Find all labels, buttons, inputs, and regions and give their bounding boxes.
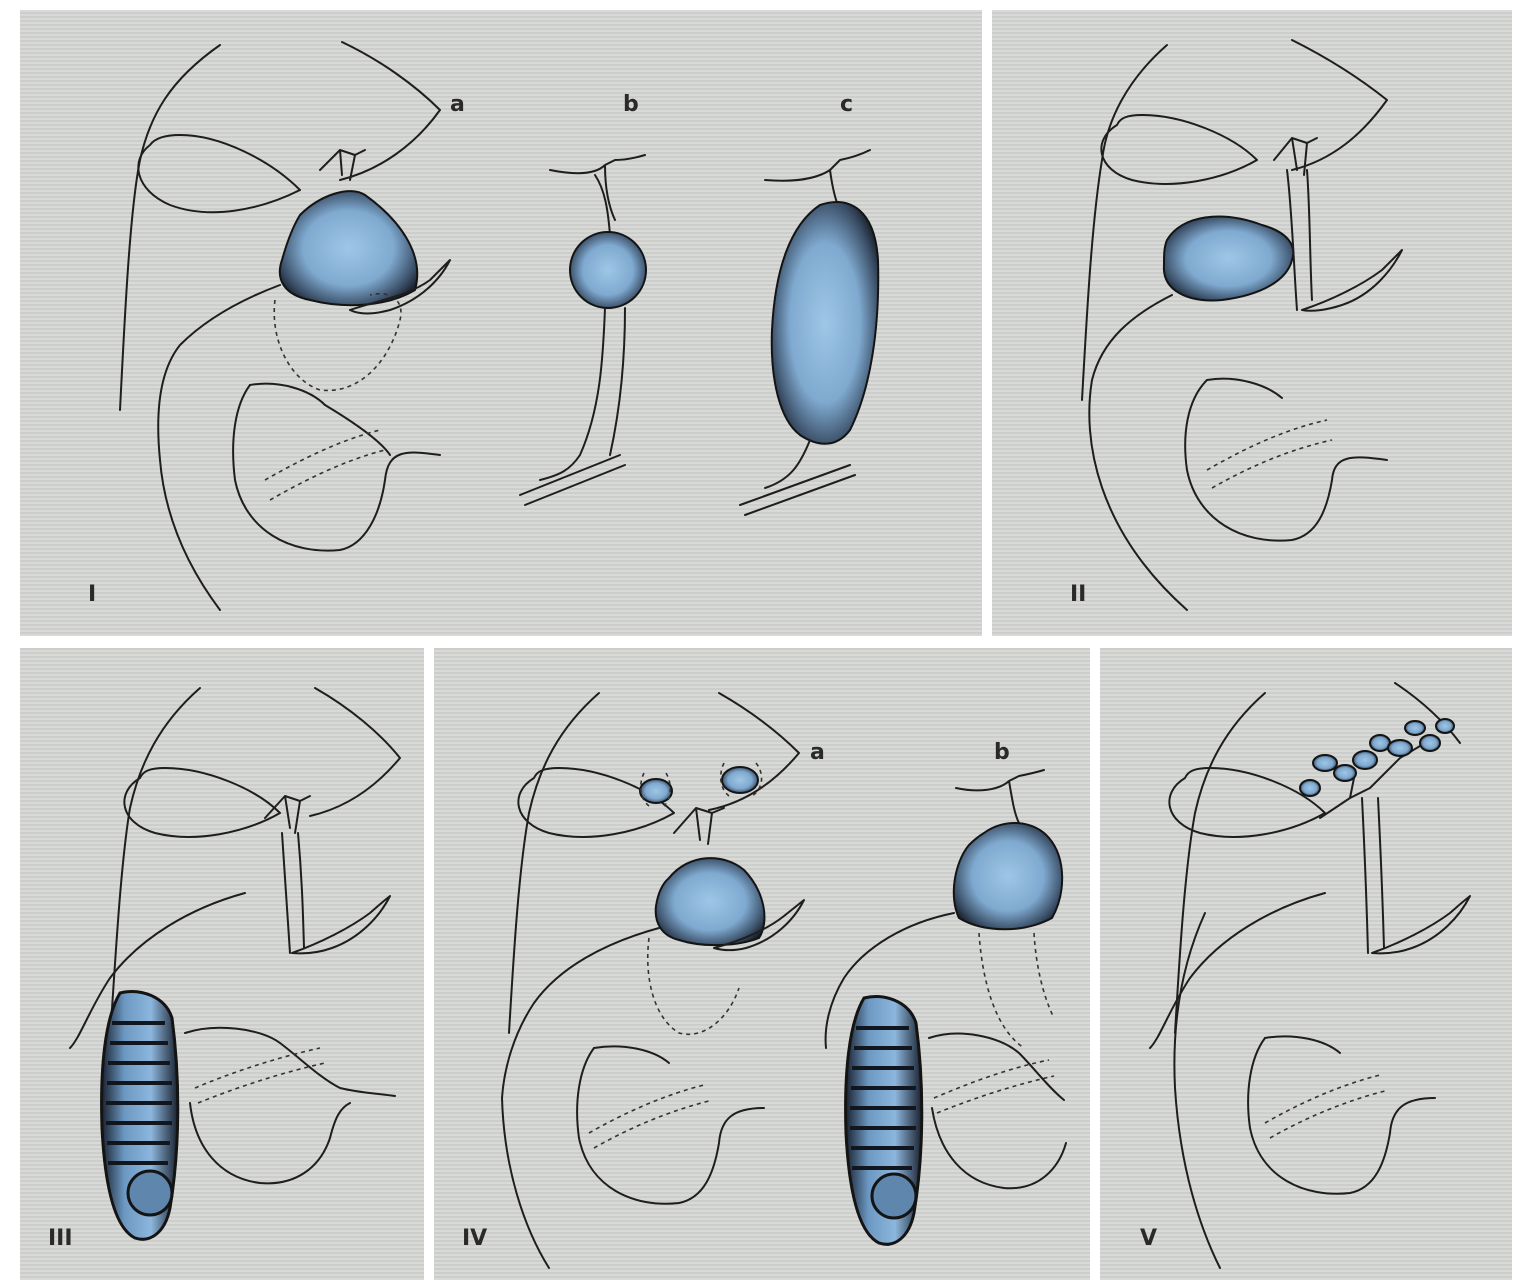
panel-label: V <box>1140 1226 1157 1251</box>
sublabel-a: a <box>810 740 825 765</box>
sublabel-a: a <box>450 92 465 117</box>
type-III-illustration <box>20 648 424 1280</box>
type-I-illustration <box>20 10 982 636</box>
sublabel-b: b <box>623 92 639 117</box>
panel-type-IV: IV a b <box>434 648 1090 1280</box>
panel-type-III: III <box>20 648 424 1280</box>
type-V-illustration <box>1100 648 1512 1280</box>
panel-label: IV <box>462 1226 487 1251</box>
diverticulum-cyst <box>1164 217 1293 301</box>
intrahepatic-cyst <box>640 779 672 803</box>
panel-label: II <box>1070 582 1086 607</box>
type-II-illustration <box>992 10 1512 636</box>
intrahepatic-cyst <box>722 767 758 793</box>
panel-label: III <box>48 1226 73 1251</box>
panel-type-II: II <box>992 10 1512 636</box>
intrahepatic-cysts-caroli <box>1300 719 1454 796</box>
extrahepatic-cyst <box>656 858 765 945</box>
panel-label: I <box>88 582 96 607</box>
panel-type-I: I a b c <box>20 10 982 636</box>
sublabel-b: b <box>994 740 1010 765</box>
type-IV-illustration <box>434 648 1090 1280</box>
choledochal-cyst-IVb <box>954 823 1062 929</box>
choledochal-cyst-fusiform <box>280 191 417 305</box>
choledochal-cyst-elongated <box>772 202 879 444</box>
sublabel-c: c <box>840 92 853 117</box>
choledochal-cyst-spherical <box>570 232 646 308</box>
panel-type-V: V <box>1100 648 1512 1280</box>
